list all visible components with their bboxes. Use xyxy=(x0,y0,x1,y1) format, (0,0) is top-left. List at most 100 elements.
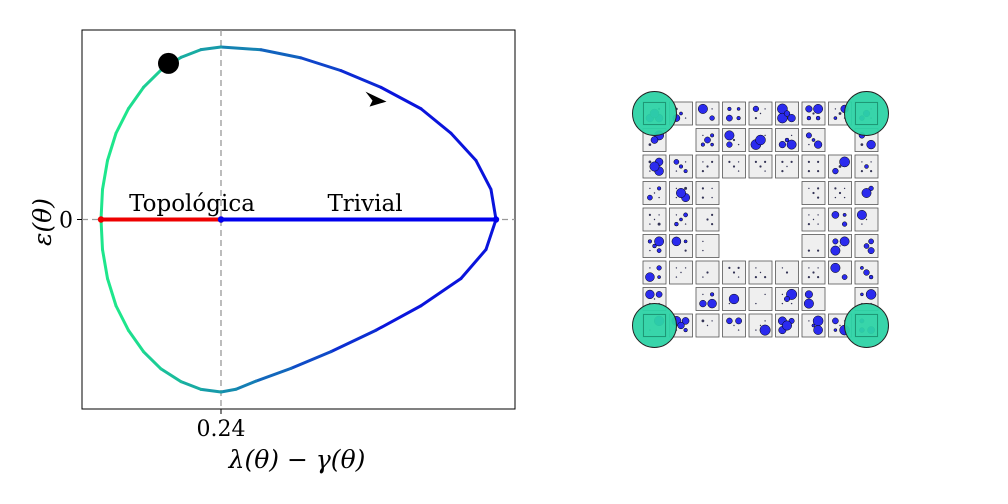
site-dot xyxy=(728,266,731,269)
site-dot xyxy=(759,271,762,274)
segment-endpoint xyxy=(97,216,105,223)
site-dot xyxy=(649,187,651,190)
site-dot xyxy=(710,133,715,138)
site-dot xyxy=(726,114,733,122)
site-dot xyxy=(764,293,766,296)
curve-segment xyxy=(254,366,293,383)
site-dot xyxy=(804,290,813,299)
lattice-cell xyxy=(669,234,693,258)
site-dot xyxy=(782,320,792,331)
site-dot xyxy=(811,138,816,142)
site-dot xyxy=(759,324,771,336)
site-dot xyxy=(807,276,811,279)
site-dot xyxy=(684,223,687,225)
site-dot xyxy=(784,137,790,143)
site-dot xyxy=(787,114,796,123)
site-dot xyxy=(701,170,705,173)
site-dot xyxy=(684,249,687,252)
site-dot xyxy=(834,187,837,190)
site-dot xyxy=(706,324,709,327)
site-dot xyxy=(735,317,742,325)
site-dot xyxy=(702,240,704,243)
site-dot xyxy=(754,117,758,120)
curve-segment xyxy=(299,56,343,73)
site-dot xyxy=(676,188,686,198)
site-dot xyxy=(737,143,740,146)
site-dot xyxy=(830,245,841,256)
site-dot xyxy=(752,105,759,112)
site-dot xyxy=(860,266,864,270)
curve-segment xyxy=(419,276,463,308)
site-dot xyxy=(785,271,789,274)
curve-segment xyxy=(374,304,423,332)
corner-cell-outline xyxy=(643,102,666,125)
curve-segment xyxy=(179,48,203,59)
site-dot xyxy=(675,170,678,172)
site-dot xyxy=(764,160,767,163)
site-dot xyxy=(860,292,864,297)
site-dot xyxy=(711,213,714,216)
state-marker xyxy=(158,52,179,74)
site-dot xyxy=(781,160,784,163)
site-dot xyxy=(711,196,713,199)
curve-segment xyxy=(99,187,104,221)
curve-segment xyxy=(219,387,238,394)
site-dot xyxy=(681,317,690,325)
site-dot xyxy=(868,274,874,280)
site-dot xyxy=(841,274,848,280)
site-dot xyxy=(833,328,838,332)
site-dot xyxy=(727,106,732,111)
site-dot xyxy=(839,236,850,247)
site-dot xyxy=(803,298,814,309)
curve-segment xyxy=(259,48,303,60)
curve-segment xyxy=(474,159,493,191)
site-dot xyxy=(755,329,757,331)
site-dot xyxy=(732,271,736,274)
site-dot xyxy=(649,161,660,172)
direction-arrow xyxy=(365,91,387,107)
site-dot xyxy=(764,276,767,279)
site-dot xyxy=(864,164,869,169)
label-topologica: Topológica xyxy=(129,191,255,217)
site-dot xyxy=(684,161,687,163)
site-dot xyxy=(655,291,663,298)
site-dot xyxy=(724,130,735,141)
site-dot xyxy=(704,136,711,144)
site-dot xyxy=(755,134,766,146)
site-dot xyxy=(647,194,653,201)
site-dot xyxy=(680,271,682,274)
curve-segment xyxy=(101,248,109,280)
corner-mode xyxy=(844,91,889,136)
site-dot xyxy=(728,293,740,305)
site-dot xyxy=(732,165,736,168)
site-dot xyxy=(870,161,872,163)
lattice-cell xyxy=(642,260,667,285)
site-dot xyxy=(648,160,652,164)
curve-segment xyxy=(199,45,223,52)
phase-diagram-panel: 0.240 Topológica Trivial λ(θ) − γ(θ) ε(θ… xyxy=(28,29,516,474)
site-dot xyxy=(790,302,793,305)
curve-segment xyxy=(234,379,258,391)
site-dot xyxy=(842,221,848,227)
site-dot xyxy=(683,169,688,174)
site-dot xyxy=(817,187,820,190)
site-dot xyxy=(711,320,713,322)
corner-cell-outline xyxy=(855,314,878,337)
site-dot xyxy=(830,262,841,273)
site-dot xyxy=(675,187,678,190)
site-dot xyxy=(759,112,762,115)
site-dot xyxy=(737,170,740,172)
site-dot xyxy=(790,134,793,137)
site-dot xyxy=(726,141,733,148)
site-dot xyxy=(733,324,735,327)
site-dot xyxy=(706,218,709,221)
site-dot xyxy=(656,248,662,253)
curve-segment xyxy=(419,107,453,135)
site-dot xyxy=(726,317,733,325)
site-dot xyxy=(812,112,815,115)
site-dot xyxy=(834,196,837,199)
site-dot xyxy=(781,302,784,305)
curve-segment xyxy=(199,387,223,394)
site-dot xyxy=(807,249,811,252)
